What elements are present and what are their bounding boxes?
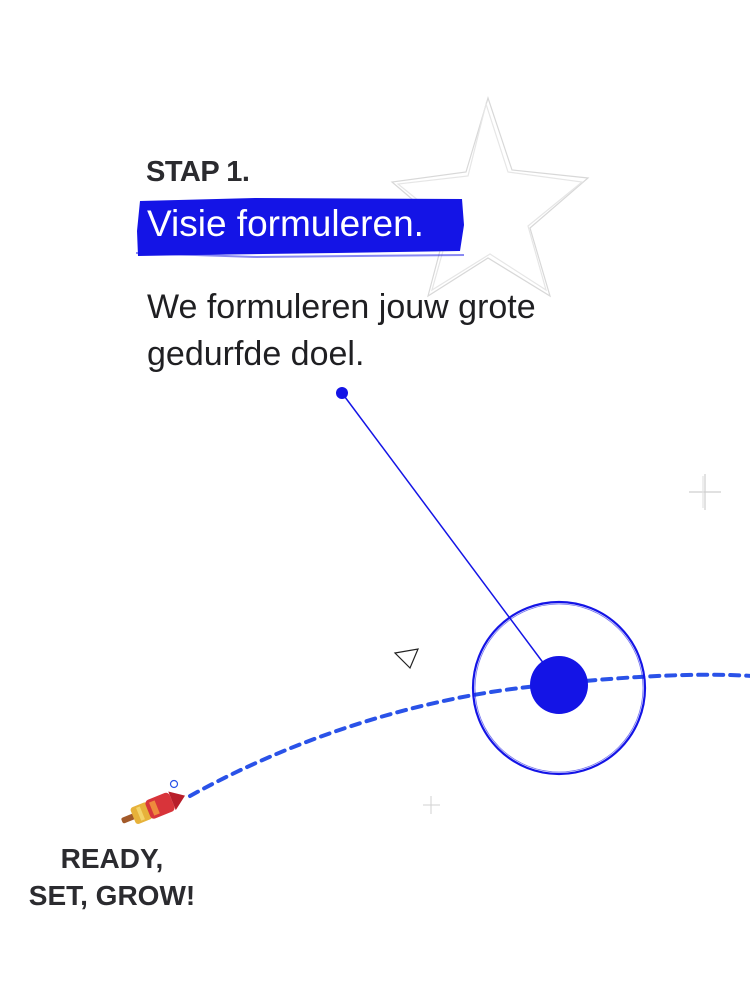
paper-plane-icon — [393, 648, 419, 670]
connector-line — [341, 392, 557, 681]
step-title: Visie formuleren. — [147, 203, 424, 244]
cta-heading: READY, SET, GROW! — [22, 840, 202, 914]
cta-line-2: SET, GROW! — [28, 880, 196, 911]
cta-line-1: READY, — [60, 843, 164, 874]
star-icon — [390, 96, 590, 298]
connector-dot — [336, 387, 348, 399]
title-highlight-brush — [136, 198, 465, 259]
trajectory-path — [188, 672, 750, 798]
step-label: STAP 1. — [146, 156, 250, 188]
step-description: We formuleren jouw grote gedurfde doel. — [147, 288, 536, 373]
bubble-icon — [169, 779, 179, 789]
sparkle-icon — [689, 474, 721, 510]
rocket-icon — [121, 791, 186, 825]
milestone-icon[interactable] — [471, 600, 647, 776]
sparkle-icon — [423, 796, 440, 814]
